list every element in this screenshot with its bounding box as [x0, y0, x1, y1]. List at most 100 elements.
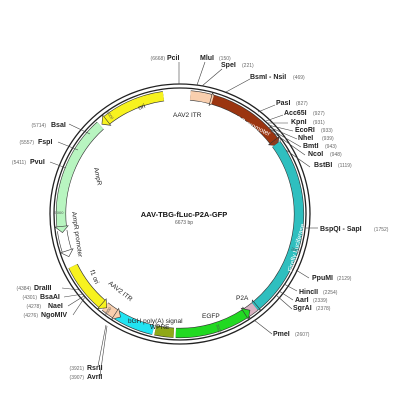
svg-text:NgoMIV: NgoMIV	[41, 312, 67, 319]
features-layer	[54, 90, 305, 339]
svg-text:SgrAI: SgrAI	[293, 305, 312, 312]
feature-label-wpre: WPRE	[150, 324, 170, 331]
feature-label-itr2: AAV2 ITR	[107, 280, 134, 303]
site-bstbi: BstBI (1119)	[285, 149, 352, 169]
svg-text:PpuMI: PpuMI	[312, 275, 333, 282]
plasmid-title: AAV-TBG-fLuc-P2A-GFP	[141, 210, 228, 219]
svg-text:BsaI: BsaI	[51, 122, 66, 129]
backbone-outer	[49, 83, 311, 345]
svg-text:BstBI: BstBI	[314, 162, 332, 169]
svg-text:(4384): (4384)	[17, 286, 32, 292]
site-ncoi: NcoI (948)	[270, 130, 342, 158]
feature-label-egfp: EGFP	[202, 313, 220, 320]
feature-label-ampr-promoter: AmpR promoter	[70, 211, 83, 258]
site-aari: AarI (2339)	[278, 290, 328, 304]
svg-text:DraIII: DraIII	[34, 285, 52, 292]
site-ngomiv: (4276) NgoMIV	[24, 296, 86, 319]
svg-text:(827): (827)	[296, 101, 308, 107]
site-pasi: PasI (827)	[257, 100, 308, 113]
feature-label-p2a: P2A	[236, 295, 249, 302]
svg-text:BmtI: BmtI	[303, 143, 319, 150]
site-pmei: PmeI (2607)	[253, 319, 310, 338]
site-nhei: NheI (939)	[268, 126, 334, 142]
tick-label: 5000	[55, 210, 65, 215]
svg-text:(1752): (1752)	[374, 227, 389, 233]
site-bsai: (5714) BsaI	[32, 122, 91, 135]
svg-text:(2378): (2378)	[316, 306, 331, 312]
site-acc65i: Acc65I (927)	[265, 110, 325, 122]
svg-text:(2339): (2339)	[313, 298, 328, 304]
plasmid-size: 6673 bp	[175, 220, 193, 226]
svg-text:(933): (933)	[321, 128, 333, 134]
svg-text:PciI: PciI	[167, 55, 180, 62]
site-rsrii: (3921) RsrII	[70, 324, 107, 372]
tick-label: 2000	[291, 246, 302, 254]
svg-text:PasI: PasI	[276, 100, 290, 107]
svg-text:(931): (931)	[313, 120, 325, 126]
feature-ampr	[54, 121, 104, 234]
svg-text:PmeI: PmeI	[273, 331, 290, 338]
feature-egfp	[175, 307, 251, 339]
site-kpni: KpnI (931)	[267, 119, 325, 126]
site-draiii: (4384) DraIII	[17, 285, 81, 292]
svg-text:SpeI: SpeI	[221, 62, 236, 69]
feature-tbg-promoter	[211, 94, 280, 147]
svg-text:(4278): (4278)	[27, 304, 42, 310]
site-bspqi-sapi: BspQI - SapI (1752)	[306, 226, 389, 233]
svg-text:(948): (948)	[330, 152, 342, 158]
svg-text:AvrII: AvrII	[87, 374, 102, 381]
svg-text:(221): (221)	[242, 63, 254, 69]
feature-label-ori: ori	[137, 103, 146, 112]
svg-text:(3907): (3907)	[70, 375, 85, 381]
svg-text:(1119): (1119)	[338, 163, 352, 169]
svg-text:(6668): (6668)	[151, 56, 166, 62]
svg-text:NaeI: NaeI	[48, 303, 63, 310]
svg-text:Acc65I: Acc65I	[284, 110, 307, 117]
svg-text:RsrII: RsrII	[87, 365, 103, 372]
feature-label-ampr: AmpR	[92, 167, 103, 186]
feature-firefly-luciferase	[251, 141, 305, 311]
svg-text:AarI: AarI	[295, 297, 309, 304]
feature-wpre	[154, 325, 175, 338]
svg-text:EcoRI: EcoRI	[295, 127, 315, 134]
svg-text:(927): (927)	[313, 111, 325, 117]
site-ecori: EcoRI (933)	[267, 124, 333, 134]
svg-text:(4276): (4276)	[24, 313, 39, 319]
site-ppumi: PpuMI (2129)	[295, 269, 352, 282]
svg-text:(3921): (3921)	[70, 366, 85, 372]
svg-text:(150): (150)	[219, 56, 231, 62]
svg-text:(2129): (2129)	[337, 276, 352, 282]
svg-text:(4301): (4301)	[23, 295, 38, 301]
tick-label: 1000	[272, 137, 283, 147]
site-bsaai: (4301) BsaAI	[23, 293, 84, 301]
site-spei: SpeI (221)	[201, 62, 254, 87]
site-mlui: MluI (150)	[196, 55, 231, 86]
site-bmti: BmtI (943)	[269, 128, 337, 150]
backbone-inner	[53, 87, 307, 341]
svg-text:BsaAI: BsaAI	[40, 294, 60, 301]
svg-text:(939): (939)	[322, 136, 334, 142]
site-hincii: HincII (2254)	[283, 283, 338, 296]
svg-text:MluI: MluI	[200, 55, 214, 62]
svg-text:BspQI - SapI: BspQI - SapI	[320, 226, 362, 233]
site-pvui: (5411) PvuI	[12, 159, 67, 169]
feature-ampr-promoter	[57, 229, 74, 258]
svg-text:(469): (469)	[293, 75, 305, 81]
restriction-sites: (6668) PciI MluI (150) SpeI (221) BsmI -…	[12, 55, 389, 381]
site-bsmi-nsii: BsmI - NsiI (469)	[225, 74, 305, 93]
site-naei: (4278) NaeI	[27, 295, 85, 310]
feature-f1-ori	[68, 263, 108, 310]
svg-text:FspI: FspI	[38, 139, 52, 146]
feature-label-itr1: AAV2 ITR	[173, 112, 202, 119]
svg-text:NcoI: NcoI	[308, 151, 323, 158]
svg-text:(5557): (5557)	[20, 140, 35, 146]
tick-label: 3000	[215, 324, 223, 335]
tick-label: 6000	[105, 110, 115, 121]
site-sgrai: SgrAI (2378)	[275, 294, 331, 312]
site-avrii: (3907) AvrII	[70, 325, 108, 381]
feature-label-f1ori: f1 ori	[88, 269, 100, 285]
feature-label-bgh: bGH poly(A) signal	[128, 318, 183, 325]
svg-text:NheI: NheI	[298, 135, 313, 142]
